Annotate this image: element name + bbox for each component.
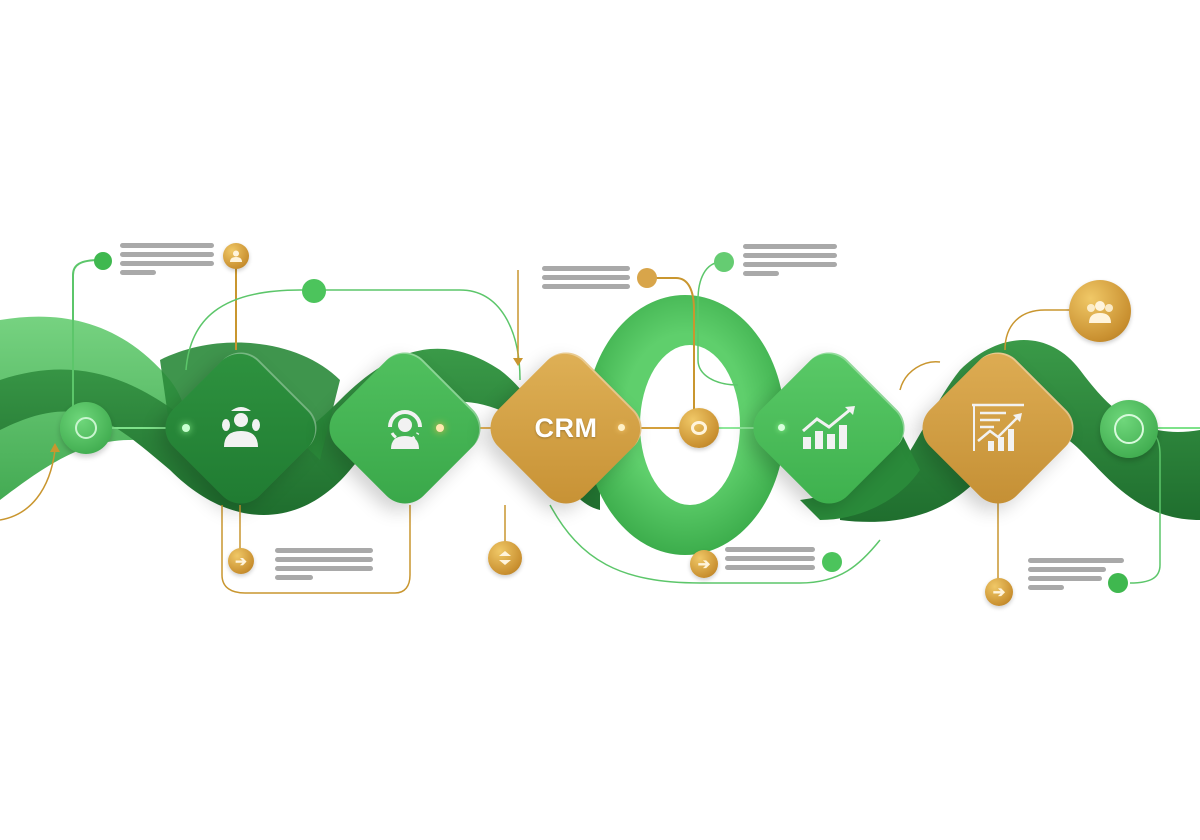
user-profile-icon — [388, 410, 422, 449]
callout-marker-green-dot[interactable] — [1108, 573, 1128, 593]
glow-point — [778, 424, 785, 431]
callout-marker-green-dot[interactable] — [94, 252, 112, 270]
coin-arrow-2[interactable]: ➔ — [690, 550, 718, 578]
ring-icon — [1114, 414, 1144, 444]
coin-swap[interactable] — [488, 541, 522, 575]
callout-marker-green-dot[interactable] — [822, 552, 842, 572]
callout-bottom-1 — [275, 548, 373, 584]
node-tile-growth[interactable] — [742, 341, 916, 515]
crm-label: CRM — [534, 412, 598, 443]
callout-bottom-3 — [1028, 558, 1124, 594]
group-icon — [1087, 301, 1113, 323]
callout-top-2 — [542, 266, 630, 293]
callout-marker-green-dot[interactable] — [714, 252, 734, 272]
coin-target[interactable] — [679, 408, 719, 448]
glow-point — [182, 424, 190, 432]
callout-top-1 — [120, 243, 214, 279]
target-ring-icon — [691, 421, 707, 435]
coin-arrow-3[interactable]: ➔ — [985, 578, 1013, 606]
team-user-icon — [222, 407, 260, 447]
coin-arrow-1[interactable]: ➔ — [228, 548, 254, 574]
callout-top-3 — [743, 244, 837, 280]
node-tile-team[interactable] — [154, 341, 328, 515]
coin-user[interactable] — [223, 243, 249, 269]
node-tile-crm[interactable]: CRM — [479, 341, 653, 515]
user-icon — [230, 250, 242, 262]
callout-marker-green-dot[interactable] — [302, 279, 326, 303]
node-tile-report[interactable] — [911, 341, 1085, 515]
end-ring-node — [1100, 400, 1158, 458]
node-tile-profile[interactable] — [318, 341, 492, 515]
callout-bottom-2 — [725, 547, 815, 574]
report-chart-icon — [972, 403, 1024, 451]
swap-icon — [499, 551, 511, 565]
growth-chart-icon — [802, 406, 855, 449]
callout-marker-gold-dot[interactable] — [637, 268, 657, 288]
ring-icon — [75, 417, 97, 439]
glow-point — [436, 424, 444, 432]
arrow-right-icon: ➔ — [992, 583, 1006, 601]
arrow-right-icon: ➔ — [697, 555, 711, 573]
start-ring-node — [60, 402, 112, 454]
arrow-right-icon: ➔ — [235, 553, 247, 569]
glow-point — [618, 424, 625, 431]
coin-group[interactable] — [1069, 280, 1131, 342]
